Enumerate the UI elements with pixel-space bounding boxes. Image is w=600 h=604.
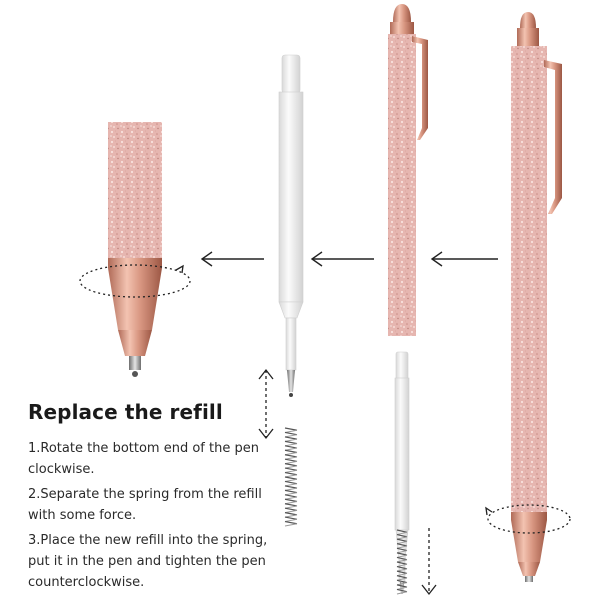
full-pen [511,12,562,582]
pen-ball [132,371,138,377]
refill-body [278,91,304,303]
spring-coil [284,485,298,489]
spring-coil [284,454,298,458]
pen-cone [108,268,162,330]
spring-coil [284,523,298,527]
pen-button [393,4,411,22]
instructions-panel: Replace the refill 1.Rotate the bottom e… [28,400,278,597]
instruction-step: 1.Rotate the bottom end of the pen clock… [28,441,259,477]
spring-coil [284,458,298,462]
instructions-title: Replace the refill [28,400,223,424]
spring-coil [284,452,298,456]
spring-coil [284,483,298,487]
spring-coil [284,465,298,469]
pen-barrel-glitter [108,122,162,264]
spring-coil [284,501,298,505]
pen-tip-closeup [108,122,162,377]
spring-coil [284,467,298,471]
pen-ball-tip [129,356,141,370]
spring-coil [284,440,298,445]
pen-clip [544,60,562,214]
refill-cap [281,54,301,94]
spring-coil [284,509,298,514]
pen-barrel-glitter [511,46,547,512]
spring-coil [284,447,298,451]
spring-coil [284,478,298,482]
spring-coil [284,443,298,447]
spring-coil [284,489,298,494]
pen-ring [108,258,162,268]
spring-coil [284,494,298,498]
refill-stem [285,317,297,371]
spring-coil [284,520,298,525]
arrow-down-icon [421,528,437,596]
spring-coil [284,518,298,523]
pen-button [520,12,536,28]
spring-coil [284,434,298,438]
spring-coil [284,463,298,467]
refill [278,54,304,397]
rotation-ellipse-icon [485,504,571,534]
spring [284,427,298,527]
spring-coil [284,480,298,485]
spring-coil [396,591,408,595]
spring-coil [284,492,298,496]
refill-tip [287,370,295,392]
spring-coil [284,496,298,500]
spring [396,529,408,595]
spring-coil [284,431,298,436]
arrow-left-icon [200,251,264,267]
spring-coil [284,474,298,478]
spring-coil [284,449,298,454]
spring-coil [284,503,298,507]
spring-coil [284,460,298,465]
refill-taper [278,301,304,319]
spring-coil [284,514,298,518]
spring-coil [284,498,298,503]
arrow-left-icon [310,251,374,267]
spring-coil [284,505,298,509]
spring-coil [284,476,298,480]
spring-coil [284,456,298,460]
spring-coil [284,512,298,516]
spring-coil [284,471,298,476]
spring-coil [284,445,298,449]
pen-barrel [388,4,428,336]
spring-coil [284,469,298,474]
spring-coil [284,516,298,520]
double-arrow-vertical-icon [258,368,274,440]
pen-clip [412,36,428,140]
spring-coil [284,438,298,442]
rotation-ellipse-icon [79,264,191,298]
arrow-left-icon [430,251,498,267]
instruction-step: 2.Separate the spring from the refill wi… [28,487,262,523]
pen-barrel-glitter [388,34,416,336]
spring-coil [284,487,298,491]
spring-coil [284,436,298,440]
spring-coil [284,507,298,511]
pen-nose [118,330,152,356]
instruction-step: 3.Place the new refill into the spring, … [28,533,268,590]
pen-cone [511,520,547,562]
spring-coil [284,429,298,433]
spring-coil [284,427,298,431]
